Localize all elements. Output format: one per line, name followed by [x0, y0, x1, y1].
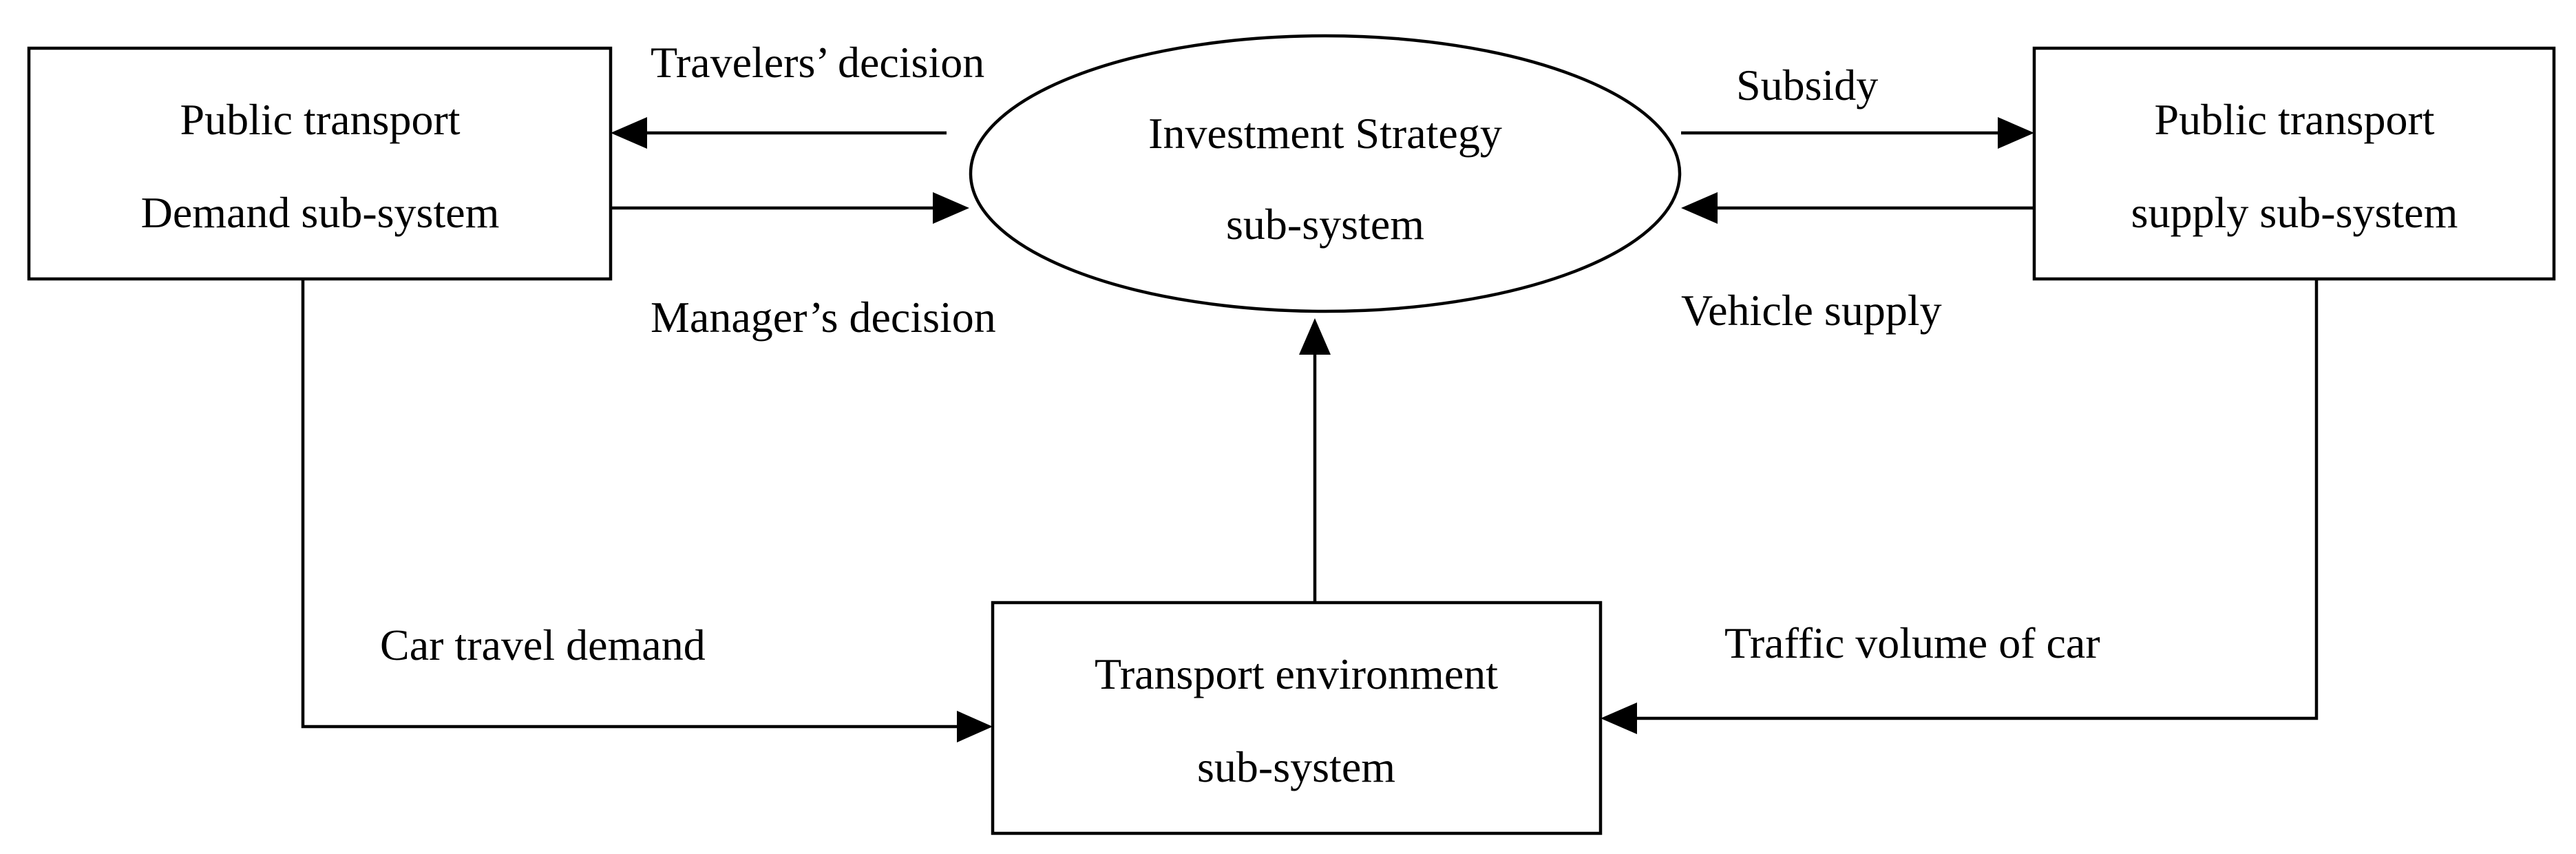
subsidy-label: Subsidy	[1736, 61, 1878, 110]
managers-decision-label: Manager’s decision	[651, 293, 996, 342]
vehicle-supply-label: Vehicle supply	[1681, 286, 1942, 335]
environment-node-title: Transport environment	[1095, 649, 1498, 698]
supply-node-subtitle: supply sub-system	[2131, 188, 2458, 237]
environment-node-subtitle: sub-system	[1197, 742, 1395, 791]
travelers-decision-arrow	[611, 117, 947, 149]
investment-subsystem-node: Investment Strategy sub-system	[969, 34, 1682, 313]
managers-decision-arrow	[611, 192, 969, 224]
travelers-decision-label: Travelers’ decision	[651, 38, 984, 87]
environment-to-investment-arrow	[1299, 318, 1331, 603]
demand-node-subtitle: Demand sub-system	[141, 188, 500, 237]
car-travel-demand-label: Car travel demand	[380, 621, 706, 669]
supply-node-title: Public transport	[2154, 95, 2434, 144]
subsidy-arrow	[1681, 117, 2034, 149]
demand-node-title: Public transport	[180, 95, 460, 144]
car-travel-demand-arrow	[301, 279, 993, 742]
vehicle-supply-arrow	[1681, 192, 2034, 224]
supply-subsystem-node: Public transport supply sub-system	[2032, 46, 2556, 281]
environment-subsystem-node: Transport environment sub-system	[991, 601, 1603, 835]
investment-node-subtitle: sub-system	[1226, 200, 1424, 249]
investment-node-title: Investment Strategy	[1148, 109, 1502, 158]
traffic-volume-arrow	[1601, 279, 2319, 734]
traffic-volume-label: Traffic volume of car	[1724, 618, 2100, 667]
demand-subsystem-node: Public transport Demand sub-system	[27, 46, 613, 281]
